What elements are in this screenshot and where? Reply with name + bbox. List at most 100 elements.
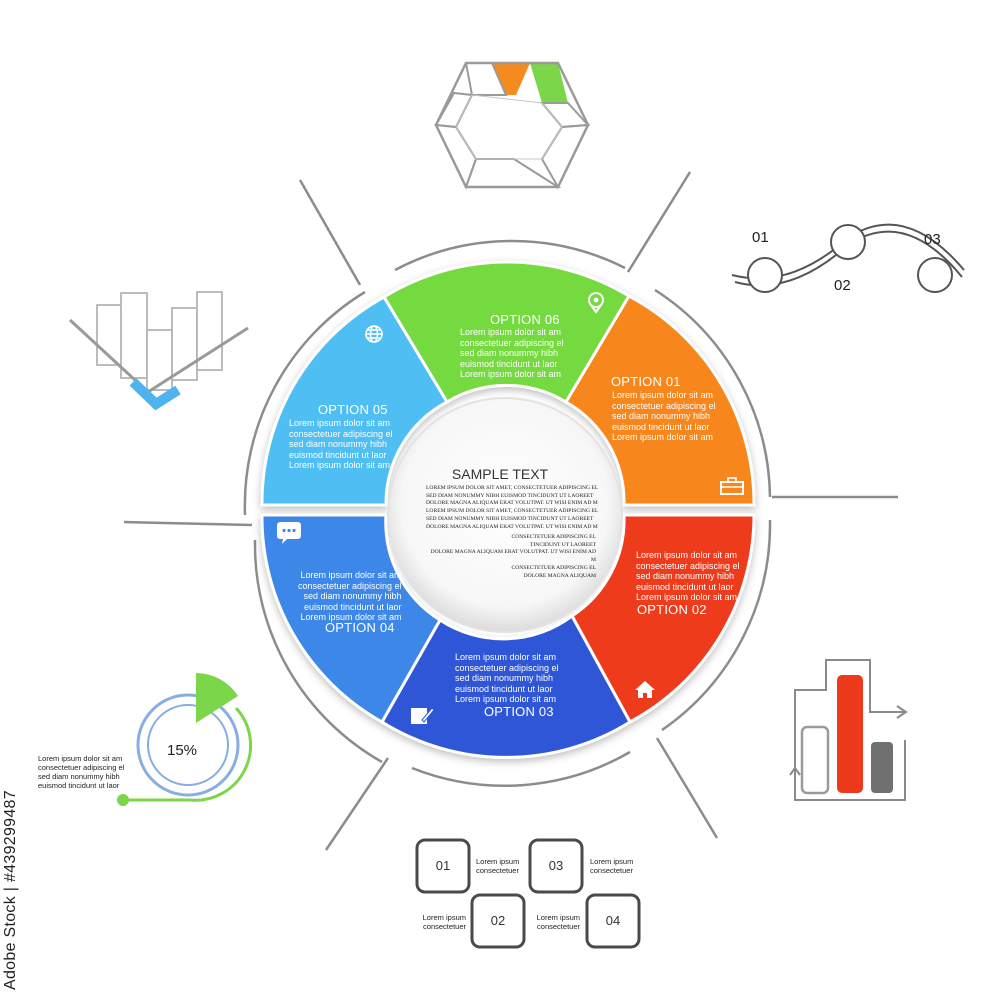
text-line: Lorem ipsum xyxy=(536,913,580,922)
text-line: euismod tincidunt ut laor xyxy=(636,581,734,592)
text-line: DOLORE MAGNA ALIQUAM xyxy=(523,572,596,579)
text-line: DOLORE MAGNA ALIQUAM ERAT VOLUTPAT. UT W… xyxy=(426,523,598,530)
option-05-title: OPTION 05 xyxy=(318,402,388,417)
text-line: DOLORE MAGNA ALIQUAM ERAT VOLUTPAT. UT W… xyxy=(430,549,596,564)
option-04-title: OPTION 04 xyxy=(325,620,395,635)
outer-ring xyxy=(123,171,898,851)
text-line: euismod tincidunt ut laor xyxy=(460,358,558,369)
segment-option-01[interactable] xyxy=(563,294,756,507)
text-line: Lorem ipsum dolor sit am xyxy=(460,369,562,379)
text-line: consectetuer adipiscing el xyxy=(636,560,740,571)
growth-bar-chart-icon xyxy=(789,659,908,801)
map-pin-icon xyxy=(588,292,604,314)
stock-watermark: Adobe Stock | #439299487 xyxy=(2,790,19,990)
text-line: consectetuer xyxy=(423,922,466,931)
option-02-title: OPTION 02 xyxy=(637,602,707,617)
wave-label-02: 02 xyxy=(834,277,851,294)
segment-option-02[interactable] xyxy=(570,513,756,725)
text-line: Lorem ipsum xyxy=(422,913,466,922)
text-line: sed diam nonummy hibh xyxy=(636,571,735,581)
box-02 xyxy=(470,893,526,949)
option-01-title: OPTION 01 xyxy=(611,374,681,389)
text-line: DOLORE MAGNA ALIQUAM ERAT VOLUTPAT. UT W… xyxy=(426,500,598,507)
text-line: consectetuer xyxy=(476,866,519,875)
text-line: consectetuer adipiscing el xyxy=(298,580,402,591)
segment-option-04[interactable] xyxy=(260,513,443,725)
wave-timeline xyxy=(731,223,965,293)
text-line: consectetuer xyxy=(590,866,633,875)
progress-donut-chart xyxy=(117,673,253,806)
text-line: Lorem ipsum dolor sit am xyxy=(455,652,557,662)
box-02-label: 02 xyxy=(490,913,506,928)
box-01-label: 01 xyxy=(435,858,451,873)
ring-arc-right-top xyxy=(654,288,772,498)
text-line: Lorem ipsum xyxy=(476,857,520,866)
option-06-title: OPTION 06 xyxy=(490,312,560,327)
text-line: Lorem ipsum dolor sit am xyxy=(38,754,123,763)
text-line: euismod tincidunt ut laor xyxy=(455,683,553,694)
box-01-text: Lorem ipsum consectetuer xyxy=(476,857,519,875)
text-line: sed diam nonummy hibh xyxy=(455,673,554,683)
text-line: Lorem ipsum dolor sit am xyxy=(289,460,391,470)
text-line: TINCIDUNT UT LAOREET xyxy=(530,541,596,548)
option-04-text: Lorem ipsum dolor sit am consectetuer ad… xyxy=(298,570,402,623)
text-line: Lorem ipsum dolor sit am xyxy=(300,570,402,580)
text-line: Lorem ipsum dolor sit am xyxy=(636,592,738,602)
box-04 xyxy=(585,893,641,949)
segment-option-03[interactable] xyxy=(379,613,632,759)
box-03 xyxy=(528,838,584,894)
radial-line-bottom-right xyxy=(655,737,719,839)
text-line: LOREM IPSUM DOLOR SIT AMET, CONSECTETUER… xyxy=(426,508,599,515)
text-line: Lorem ipsum dolor sit am xyxy=(289,418,391,428)
text-line: euismod tincidunt ut laor xyxy=(612,421,710,432)
globe-icon xyxy=(365,325,383,343)
ring-arc-bottom xyxy=(411,750,631,787)
text-line: sed diam nonummy hibh xyxy=(38,772,120,781)
text-line: euismod tincidunt ut laor xyxy=(289,449,387,460)
box-04-label: 04 xyxy=(605,913,621,928)
center-disc xyxy=(387,397,623,633)
option-03-title: OPTION 03 xyxy=(484,704,554,719)
option-03-text: Lorem ipsum dolor sit am consectetuer ad… xyxy=(455,652,559,705)
option-01-text: Lorem ipsum dolor sit am consectetuer ad… xyxy=(612,390,716,443)
center-paragraph-2: CONSECTETUER ADIPISCING EL TINCIDUNT UT … xyxy=(426,534,596,580)
ring-arc-left-bottom xyxy=(253,539,383,764)
house-icon xyxy=(635,681,655,698)
box-03-text: Lorem ipsum consectetuer xyxy=(590,857,633,875)
text-line: sed diam nonummy hibh xyxy=(303,591,402,601)
text-line: Lorem ipsum dolor sit am xyxy=(636,550,738,560)
segment-option-06[interactable] xyxy=(381,260,632,405)
text-line: SED DIAM NONUMMY NIBH EUISMOD TINCIDUNT … xyxy=(426,492,594,499)
text-line: consectetuer adipiscing el xyxy=(460,337,564,348)
box-04-text: Lorem ipsum consectetuer xyxy=(532,913,580,931)
text-line: Lorem ipsum dolor sit am xyxy=(460,327,562,337)
center-paragraph-1: LOREM IPSUM DOLOR SIT AMET, CONSECTETUER… xyxy=(426,485,598,531)
text-line: sed diam nonummy hibh xyxy=(289,439,388,449)
option-02-text: Lorem ipsum dolor sit am consectetuer ad… xyxy=(636,550,740,603)
segment-option-05[interactable] xyxy=(260,294,450,507)
briefcase-icon xyxy=(720,477,744,495)
radial-line-bottom-left xyxy=(324,757,390,851)
hexagon-shutter-icon xyxy=(434,61,591,190)
segments xyxy=(260,260,756,759)
radial-line-top-left xyxy=(298,179,362,286)
chat-bubble-icon xyxy=(277,522,301,544)
notepad-icon xyxy=(411,707,435,724)
text-line: Lorem ipsum dolor sit am xyxy=(612,432,714,442)
text-line: sed diam nonummy hibh xyxy=(460,348,559,358)
center-title: SAMPLE TEXT xyxy=(451,466,549,482)
text-line: sed diam nonummy hibh xyxy=(612,411,711,421)
text-line: Lorem ipsum dolor sit am xyxy=(300,612,402,622)
numbered-boxes xyxy=(415,838,641,949)
donut-value: 15% xyxy=(167,742,198,759)
box-03-label: 03 xyxy=(548,858,564,873)
text-line: consectetuer adipiscing el xyxy=(289,428,393,439)
radial-line-left xyxy=(123,520,253,527)
text-line: CONSECTETUER ADIPISCING EL xyxy=(511,564,596,571)
text-line: Lorem ipsum dolor sit am xyxy=(612,390,714,400)
text-line: euismod tincidunt ut laor xyxy=(38,781,120,790)
radial-line-top-right xyxy=(626,171,692,273)
ring-arc-left-top xyxy=(243,290,366,516)
donut-caption: Lorem ipsum dolor sit am consectetuer ad… xyxy=(38,754,124,790)
